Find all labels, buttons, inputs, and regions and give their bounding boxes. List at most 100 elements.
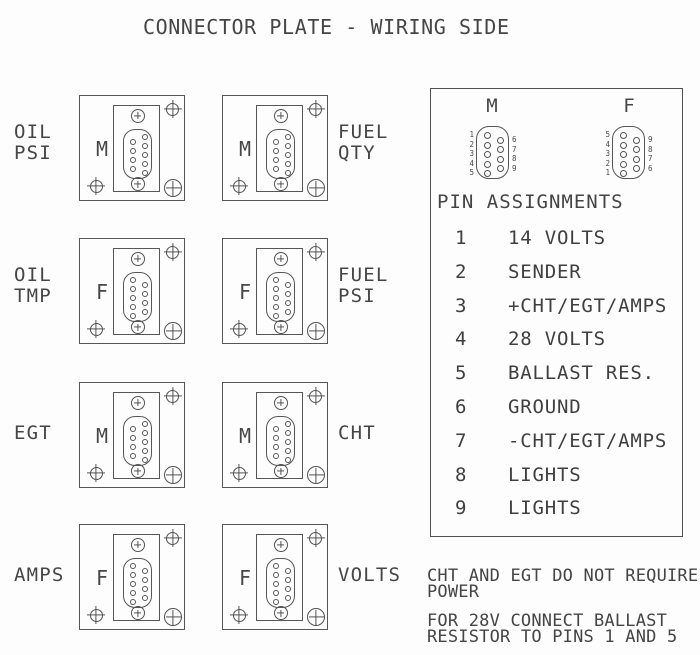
pin-dot xyxy=(129,295,136,301)
pin-dot xyxy=(632,146,640,154)
dsub9-connector-icon xyxy=(266,272,295,322)
screw-icon xyxy=(130,251,145,266)
pin-dot xyxy=(284,430,291,436)
dsub9-connector-icon xyxy=(266,129,295,179)
plate-fuel-psi: F xyxy=(222,238,328,344)
connector-gender-label: M xyxy=(238,424,252,448)
female-pin-numbers-right: 9 8 7 6 xyxy=(648,135,653,173)
plate-cht: M xyxy=(222,382,328,488)
pin-dot xyxy=(284,457,291,463)
screw-icon xyxy=(130,177,145,191)
dsub9-connector-icon xyxy=(123,558,152,608)
pin-dot xyxy=(284,143,291,149)
dsub9-connector-icon xyxy=(266,558,295,608)
pin-dot xyxy=(141,143,148,149)
pin-dot xyxy=(483,160,491,168)
pin-dot xyxy=(272,156,279,163)
pin-dot xyxy=(483,151,491,158)
pin-dot xyxy=(284,567,291,574)
pin-dot xyxy=(129,138,136,145)
label-cht: CHT xyxy=(338,422,376,444)
screw-icon xyxy=(130,606,145,620)
screw-icon xyxy=(130,108,145,123)
pin-dot xyxy=(284,439,291,445)
plate-oil-tmp: F xyxy=(79,238,185,344)
pin-dot xyxy=(632,136,640,144)
screw-icon xyxy=(273,606,288,620)
screw-icon xyxy=(273,177,288,191)
pin-dot xyxy=(272,313,279,319)
pin-number: 5 xyxy=(455,362,468,385)
connector-gender-label: F xyxy=(238,280,252,304)
plate-fuel-qty: M xyxy=(222,95,328,201)
screw-icon xyxy=(130,320,145,334)
pin-dot xyxy=(141,290,148,297)
pin-dot xyxy=(129,443,136,450)
pin-function: +CHT/EGT/AMPS xyxy=(508,294,668,317)
pin-dot xyxy=(284,585,291,592)
pin-dot xyxy=(483,170,491,177)
screw-icon xyxy=(232,608,246,622)
pin-assignment-row: 3+CHT/EGT/AMPS xyxy=(455,296,675,330)
pin-dot xyxy=(284,594,291,601)
pin-dot xyxy=(284,421,291,427)
screw-icon xyxy=(307,322,325,340)
pin-dot xyxy=(141,421,148,427)
male-pinout-label: M xyxy=(486,95,498,117)
pin-dot xyxy=(129,425,136,432)
screw-icon xyxy=(130,464,145,478)
pin-dot xyxy=(272,563,279,569)
pin-dot xyxy=(141,134,148,140)
pin-dot xyxy=(272,434,279,441)
pin-number: 9 xyxy=(455,497,468,520)
pin-dot xyxy=(284,152,291,158)
pin-dot xyxy=(284,290,291,297)
screw-icon xyxy=(166,102,179,116)
connector-cutout xyxy=(113,248,160,335)
label-fuel-psi: FUEL PSI xyxy=(338,264,389,307)
pin-dot xyxy=(483,132,491,139)
pin-assignment-row: 7 -CHT/EGT/AMPS xyxy=(455,431,675,465)
pin-dot xyxy=(129,147,136,154)
screw-icon xyxy=(309,245,322,259)
pin-dot xyxy=(284,308,291,315)
screw-icon xyxy=(89,322,103,336)
screw-icon xyxy=(166,389,179,403)
pin-dot xyxy=(141,594,148,601)
pin-dot xyxy=(619,151,627,158)
screw-icon xyxy=(273,108,288,123)
screw-icon xyxy=(164,608,182,626)
pin-dot xyxy=(619,160,627,168)
male-pin-numbers-right: 6 7 8 9 xyxy=(512,135,517,173)
pin-dot xyxy=(141,152,148,158)
connector-gender-label: M xyxy=(238,137,252,161)
pin-dot xyxy=(272,599,279,605)
pin-dot xyxy=(129,286,136,292)
pin-number: 7 xyxy=(455,429,468,452)
screw-icon xyxy=(130,395,145,410)
connector-cutout xyxy=(113,392,160,479)
screw-icon xyxy=(89,466,103,480)
pin-dot xyxy=(272,443,279,450)
pin-function: 14 VOLTS xyxy=(508,227,606,249)
connector-gender-label: M xyxy=(95,137,109,161)
pin-function: -CHT/EGT/AMPS xyxy=(508,429,668,452)
pin-dot xyxy=(284,134,291,140)
connector-cutout xyxy=(113,534,160,621)
pin-dot xyxy=(141,576,148,583)
dsub9-connector-icon xyxy=(266,416,295,466)
dsub9-connector-icon xyxy=(123,272,152,322)
pin-dot xyxy=(141,308,148,315)
pin-dot xyxy=(632,155,640,163)
pin-number: 1 xyxy=(455,227,468,249)
pin-assignments-heading: PIN ASSIGNMENTS xyxy=(437,191,624,213)
pin-dot xyxy=(141,457,148,463)
screw-icon xyxy=(232,466,246,480)
pin-dot xyxy=(496,165,504,173)
screw-icon xyxy=(273,395,288,410)
